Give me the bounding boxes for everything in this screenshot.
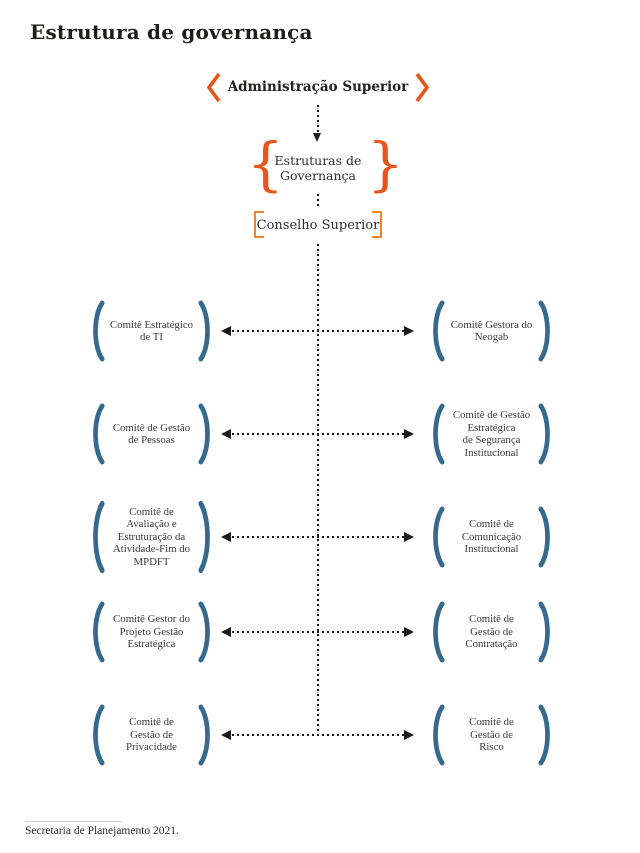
paren-left-icon [433,601,445,663]
committee-node-gestao-risco: Comitê de Gestão de Risco [430,703,553,767]
paren-right-icon [538,403,550,465]
committee-node-gestao-privacidade: Comitê de Gestão de Privacidade [90,703,213,767]
arrow-left-icon [221,730,231,740]
paren-left-icon [93,500,105,574]
paren-right-icon [538,300,550,362]
connector-mid [316,194,319,207]
chevron-right-icon [415,72,430,103]
paren-left-icon [93,601,105,663]
left-bracket-icon [254,211,264,238]
committee-label: Comitê Gestora do Neogab [450,318,533,344]
arrow-right-icon [404,429,414,439]
paren-right-icon [198,300,210,362]
committee-label: Comitê Gestor do Projeto Gestão Estratég… [113,613,190,651]
arrow-right-icon [404,627,414,637]
paren-left-icon [433,506,445,568]
committee-label: Comitê de Gestão Estratégica de Seguranç… [452,409,531,459]
paren-left-icon [433,300,445,362]
connector-row-4 [232,631,405,633]
committee-label: Comitê Estratégico de TI [109,318,194,344]
paren-left-icon [93,704,105,766]
paren-right-icon [198,500,210,574]
page-title: Estrutura de governança [30,20,313,44]
council-node-label: Conselho Superior [256,218,380,233]
committee-node-gestora-neogab: Comitê Gestora do Neogab [430,299,553,363]
paren-right-icon [538,601,550,663]
paren-right-icon [538,704,550,766]
connector-row-1 [232,330,405,332]
committee-label: Comitê de Gestão de Pessoas [112,421,191,447]
committee-node-seguranca-institucional: Comitê de Gestão Estratégica de Seguranç… [430,402,553,466]
committee-node-gestao-contratacao: Comitê de Gestão de Contratação [430,600,553,664]
committee-node-comunicacao-institucional: Comitê de Comunicação Institucional [430,505,553,569]
committee-label: Comitê de Gestão de Privacidade [126,716,177,754]
arrow-left-icon [221,429,231,439]
paren-left-icon [93,403,105,465]
paren-left-icon [433,704,445,766]
committee-label: Comitê de Gestão de Risco [469,716,514,754]
arrow-right-icon [404,532,414,542]
committee-label: Comitê de Avaliação e Estruturação da At… [112,505,191,568]
arrow-right-icon [404,326,414,336]
structures-node-label: Estruturas de Governança [274,153,362,183]
footer-divider [25,821,122,822]
top-node-label: Administração Superior [227,79,409,95]
right-brace-icon: } [367,130,404,198]
committee-label: Comitê de Comunicação Institucional [461,518,522,556]
committee-node-estrategico-ti: Comitê Estratégico de TI [90,299,213,363]
paren-right-icon [198,704,210,766]
paren-right-icon [538,506,550,568]
arrow-right-icon [404,730,414,740]
committee-label: Comitê de Gestão de Contratação [465,613,518,651]
chevron-left-icon [206,72,221,103]
connector-spine [316,244,319,735]
left-brace-icon: { [247,130,284,198]
paren-left-icon [93,300,105,362]
source-caption: Secretaria de Planejamento 2021. [25,825,179,837]
committee-node-projeto-gestao-estrategica: Comitê Gestor do Projeto Gestão Estratég… [90,600,213,664]
arrow-down-icon [313,133,321,142]
paren-left-icon [433,403,445,465]
paren-right-icon [198,601,210,663]
arrow-left-icon [221,326,231,336]
connector-row-2 [232,433,405,435]
arrow-left-icon [221,627,231,637]
committee-node-gestao-pessoas: Comitê de Gestão de Pessoas [90,402,213,466]
paren-right-icon [198,403,210,465]
connector-row-3 [232,536,405,538]
connector-row-5 [232,734,405,736]
right-bracket-icon [372,211,382,238]
committee-node-atividade-fim-mpdft: Comitê de Avaliação e Estruturação da At… [90,499,213,575]
connector-top [316,105,319,133]
arrow-left-icon [221,532,231,542]
